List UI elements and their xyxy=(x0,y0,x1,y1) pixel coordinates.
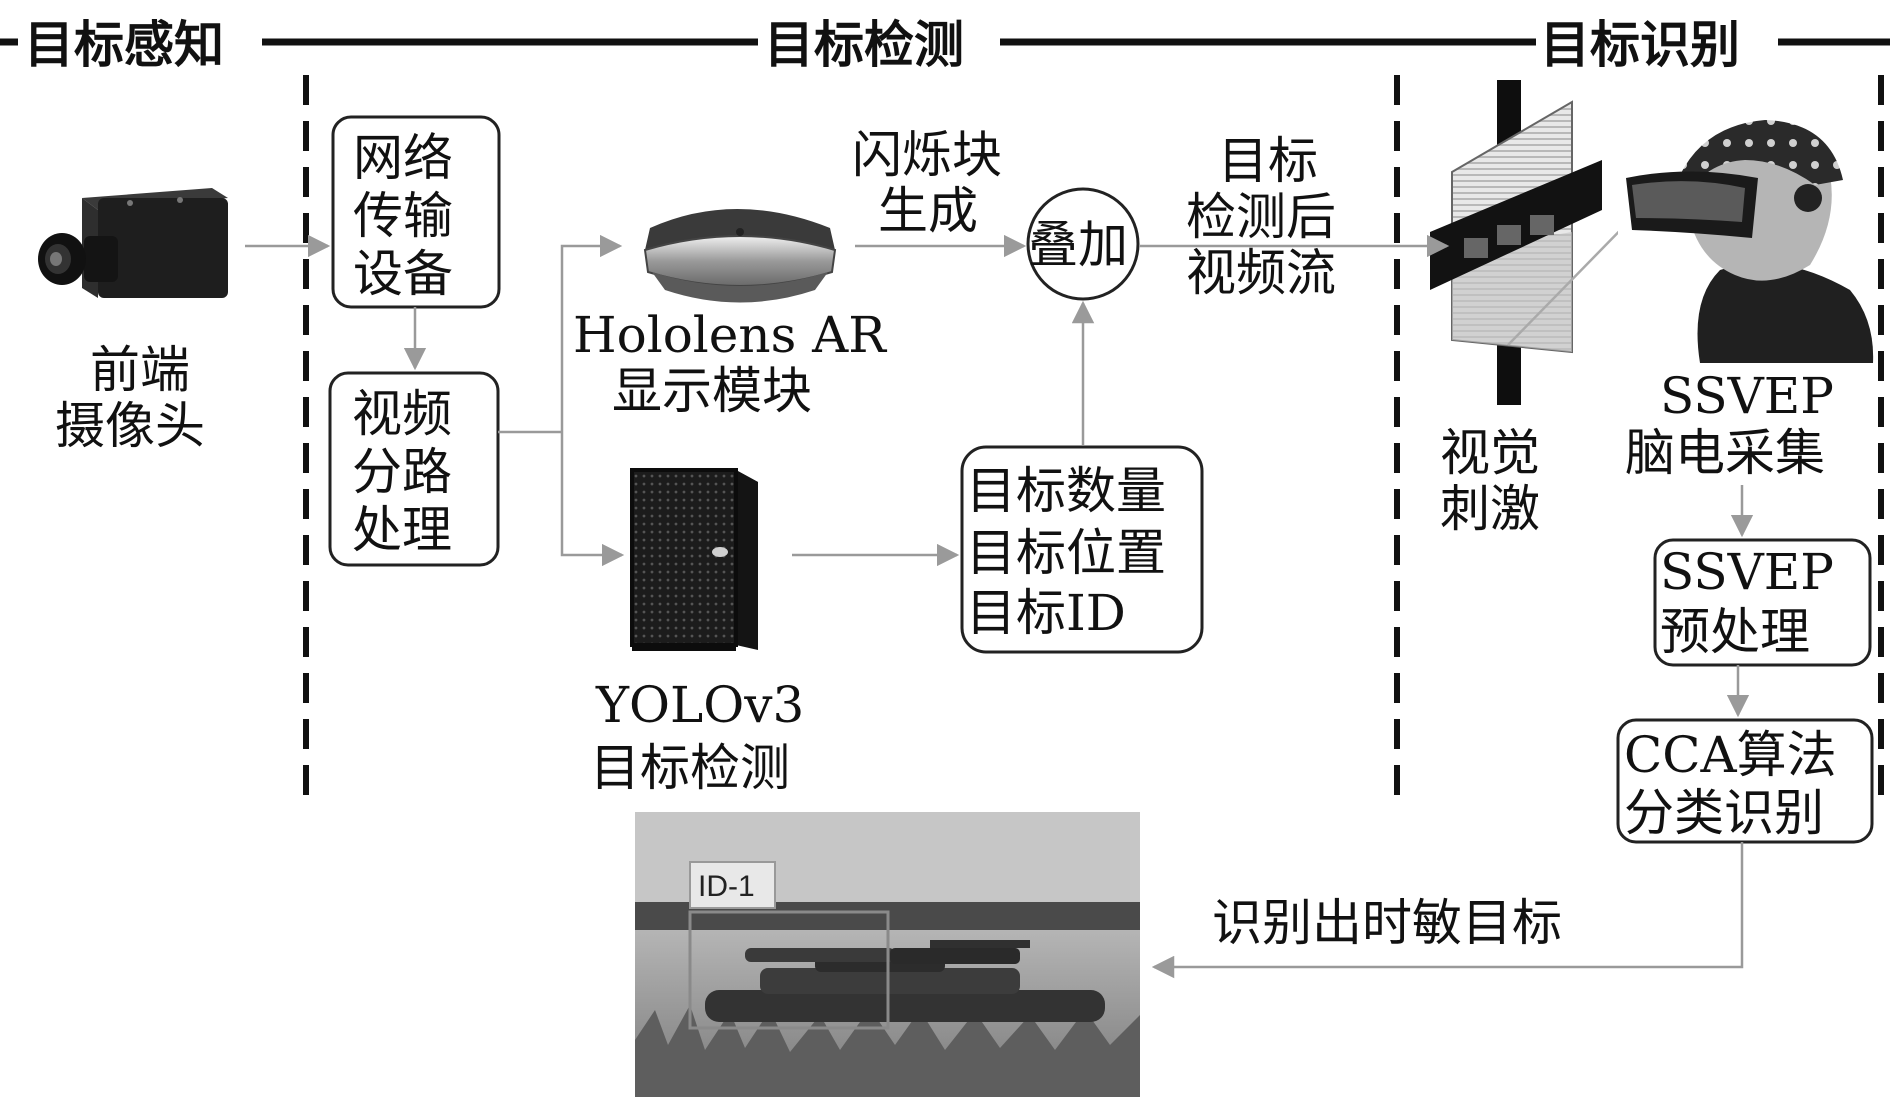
hololens-label-line2: 显示模块 xyxy=(612,362,812,420)
camera-label-line2: 摄像头 xyxy=(55,397,205,455)
stream-label-line2: 检测后 xyxy=(1186,188,1336,246)
tank-photo: ID-1 xyxy=(635,812,1140,1097)
network-line3: 设备 xyxy=(353,245,453,303)
workstation-icon xyxy=(630,468,758,651)
flow-arrows xyxy=(245,234,1754,979)
ssvep-pre-line1: SSVEP xyxy=(1660,543,1834,601)
visual-stim-label-line2: 刺激 xyxy=(1440,480,1540,538)
ssvep-acq-label-line2: 脑电采集 xyxy=(1625,424,1825,482)
detection-box-label: ID-1 xyxy=(698,870,755,903)
target-info-line1: 目标数量 xyxy=(966,462,1166,520)
video-splitter-box: 视频 分路 处理 xyxy=(328,371,500,567)
cca-classifier-box: CCA算法 分类识别 xyxy=(1616,718,1874,844)
camera-label-line1: 前端 xyxy=(90,341,190,399)
yolo-label-line1: YOLOv3 xyxy=(595,676,804,734)
flicker-label-line2: 生成 xyxy=(878,182,978,240)
camera-icon xyxy=(38,188,228,298)
section-title-perception: 目标感知 xyxy=(24,15,224,74)
section-title-detection: 目标检测 xyxy=(764,15,964,74)
network-line2: 传输 xyxy=(353,187,453,245)
target-info-line3: 目标ID xyxy=(966,584,1126,642)
target-info-line2: 目标位置 xyxy=(966,524,1166,582)
ssvep-preprocess-box: SSVEP 预处理 xyxy=(1653,538,1872,667)
overlay-node: 叠加 xyxy=(1026,187,1140,301)
arrow-cca-to-result xyxy=(1151,842,1744,979)
hololens-label-line1: Hololens AR xyxy=(573,306,887,364)
flicker-label-line1: 闪烁块 xyxy=(852,126,1002,184)
section-header: 目标感知 目标检测 目标识别 xyxy=(0,15,1890,74)
splitter-line2: 分路 xyxy=(352,443,452,501)
overlay-label: 叠加 xyxy=(1028,216,1128,274)
stimulus-grid-icon xyxy=(1430,80,1641,405)
visual-stim-label-line1: 视觉 xyxy=(1440,424,1540,482)
ssvep-acq-label-line1: SSVEP xyxy=(1660,367,1834,425)
ssvep-pre-line2: 预处理 xyxy=(1660,603,1810,661)
eeg-headset-icon xyxy=(1618,120,1874,363)
cca-line1: CCA算法 xyxy=(1624,726,1837,784)
result-label: 识别出时敏目标 xyxy=(1212,894,1562,952)
network-transmission-box: 网络 传输 设备 xyxy=(331,115,501,309)
section-title-recognition: 目标识别 xyxy=(1540,15,1740,74)
target-info-box: 目标数量 目标位置 目标ID xyxy=(960,445,1204,654)
network-line1: 网络 xyxy=(353,129,453,187)
stream-label-line3: 视频流 xyxy=(1186,244,1336,302)
splitter-line3: 处理 xyxy=(352,501,452,559)
yolo-label-line2: 目标检测 xyxy=(590,739,790,797)
splitter-line1: 视频 xyxy=(352,385,452,443)
stream-label-line1: 目标 xyxy=(1218,132,1318,190)
arrow-splitter-to-hololens xyxy=(560,234,623,432)
cca-line2: 分类识别 xyxy=(1624,784,1824,842)
hololens-icon xyxy=(643,209,837,303)
arrow-splitter-to-yolo xyxy=(560,432,625,567)
